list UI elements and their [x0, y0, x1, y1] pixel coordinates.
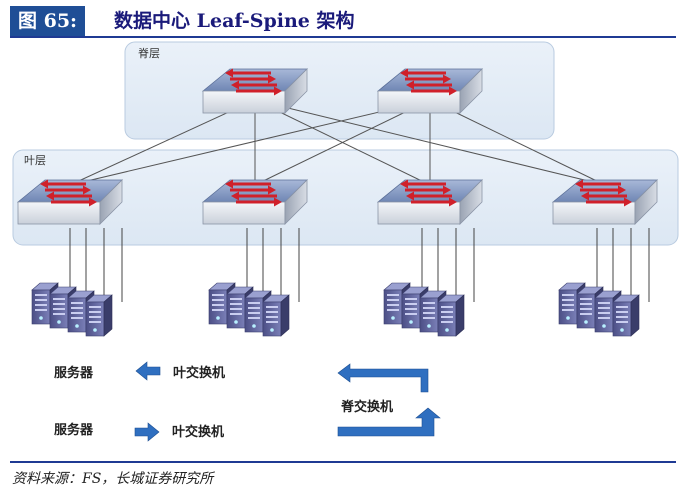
server-icon — [85, 294, 113, 337]
server-rack-group-1 — [31, 282, 113, 337]
switch-arrows-icon — [575, 179, 632, 207]
figure-title: 数据中心 Leaf-Spine 架构 — [114, 10, 355, 32]
switch-arrows-icon — [400, 68, 457, 96]
figure-label: 图 65: — [10, 6, 86, 36]
figure-title-bar: 图 65: 数据中心 Leaf-Spine 架构 — [10, 6, 676, 38]
spine-turn-arrow-bottom-icon — [337, 407, 441, 437]
spine-turn-arrow-top-icon — [337, 363, 429, 393]
legend-spine-switch: 脊交换机 — [340, 399, 393, 415]
footer-divider — [10, 461, 676, 463]
server-rack-group-4 — [558, 282, 640, 337]
leaf-switch-3 — [376, 179, 483, 225]
source-note: 资料来源：FS，长城证券研究所 — [12, 471, 214, 487]
spine-layer-panel — [124, 41, 555, 140]
legend-row1-server: 服务器 — [54, 365, 94, 381]
leaf-server-links — [69, 228, 650, 302]
server-rack-group-2 — [208, 282, 290, 337]
leaf-layer-panel — [12, 149, 679, 246]
legend-row2-server: 服务器 — [54, 422, 94, 438]
switch-arrows-icon — [400, 179, 457, 207]
legend-row1-leaf-switch: 叶交换机 — [173, 365, 225, 381]
leaf-switch-4 — [551, 179, 658, 225]
leaf-layer-label: 叶层 — [24, 154, 46, 167]
spine-switch-1 — [201, 68, 308, 114]
server-icon — [437, 294, 465, 337]
leaf-switch-2 — [201, 179, 308, 225]
server-icon — [612, 294, 640, 337]
switch-arrows-icon — [225, 68, 282, 96]
leaf-switch-1 — [16, 179, 123, 225]
server-icon — [262, 294, 290, 337]
switch-arrows-icon — [225, 179, 282, 207]
arrow-left-icon — [135, 361, 161, 381]
switch-arrows-icon — [40, 179, 97, 207]
spine-layer-label: 脊层 — [138, 46, 160, 60]
legend-row2-leaf-switch: 叶交换机 — [172, 424, 224, 440]
arrow-right-icon — [134, 422, 160, 442]
spine-switch-2 — [376, 68, 483, 114]
server-rack-group-3 — [383, 282, 465, 337]
spine-leaf-links — [69, 99, 606, 186]
